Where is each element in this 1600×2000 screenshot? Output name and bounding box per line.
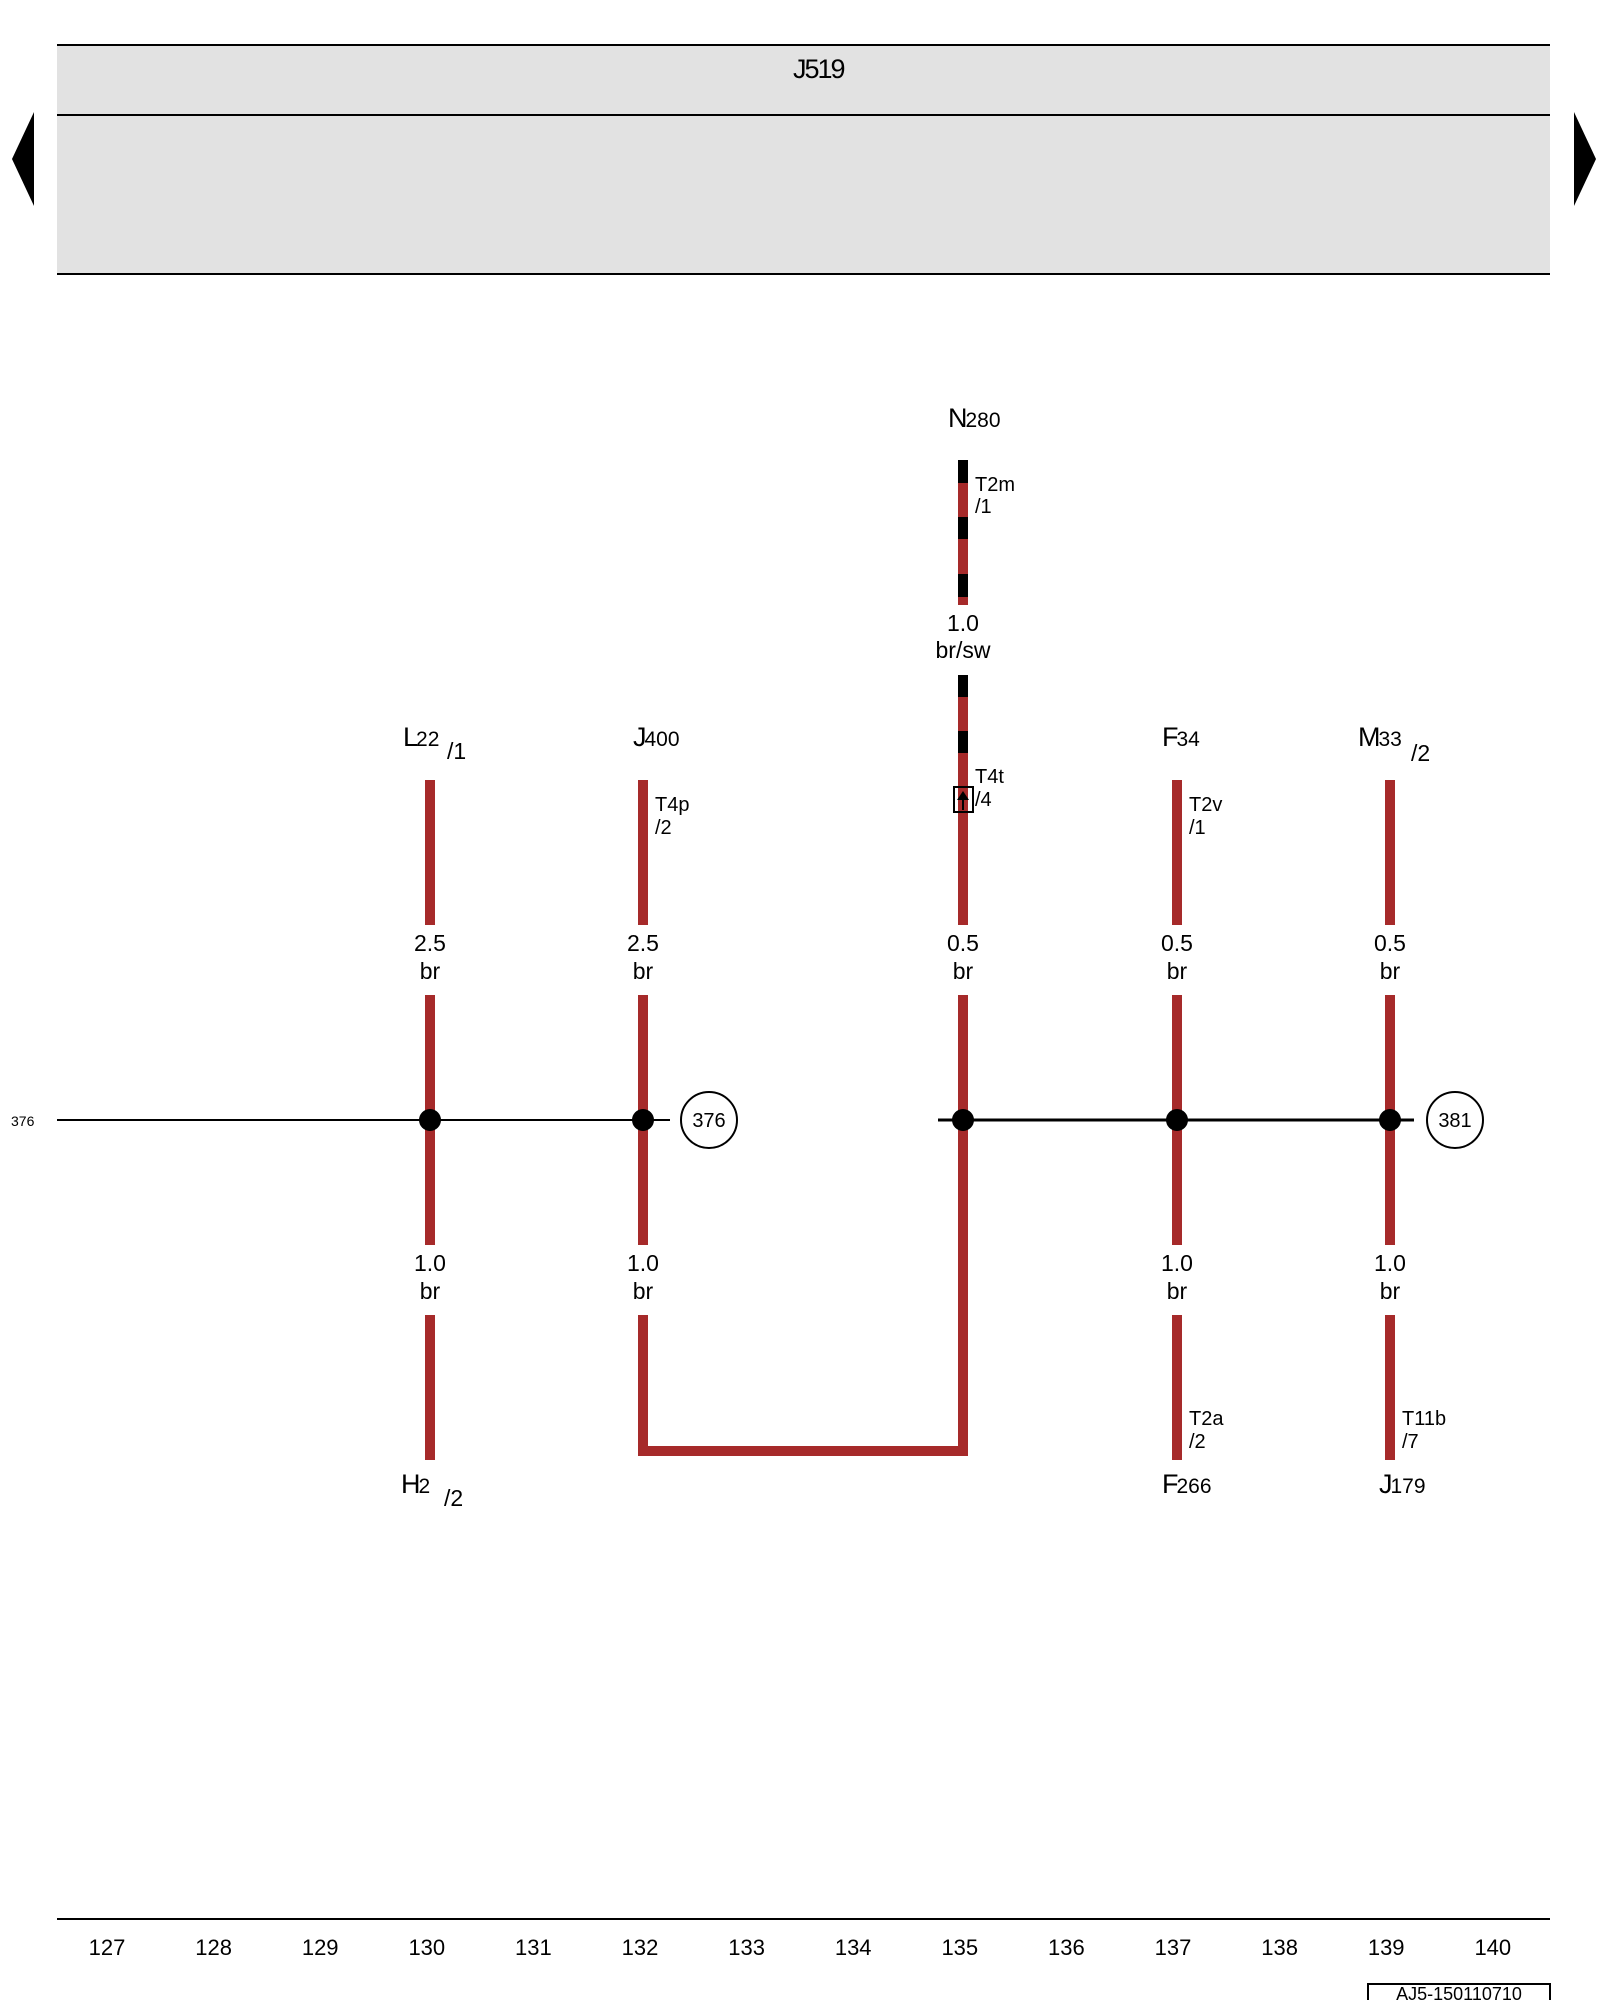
wire-h2-color: br <box>420 1278 441 1304</box>
wire-n280-color: br/sw <box>936 637 991 663</box>
connector-t4t: T4t <box>975 766 1004 788</box>
column-numbers: 127 128 129 130 131 132 133 134 135 136 137 138 139 1… <box>89 1935 1512 1960</box>
wire-m33-color: br <box>1380 958 1401 984</box>
connector-t2v-pin: /1 <box>1189 817 1206 839</box>
up-arrow-icon <box>957 791 969 800</box>
column-number: 129 <box>302 1935 339 1960</box>
column-number: 135 <box>941 1935 978 1960</box>
connector-t11b-pin: /7 <box>1402 1431 1419 1453</box>
component-f266: F266 <box>1162 1469 1212 1499</box>
column-number: 132 <box>622 1935 659 1960</box>
component-j179: J179 <box>1379 1469 1426 1499</box>
wire-j179-color: br <box>1380 1278 1401 1304</box>
footer-ref: AJ5-150110710 <box>1396 1984 1522 2000</box>
wire-j400-size: 2.5 <box>627 930 659 956</box>
component-l22: L22 <box>403 722 439 752</box>
wire-n280-size: 1.0 <box>947 610 979 636</box>
component-n280: N280 <box>948 403 1001 433</box>
component-j400: J400 <box>633 722 680 752</box>
connector-t4t-pin: /4 <box>975 789 992 811</box>
junction-dot <box>1379 1109 1401 1131</box>
ref-circle-376[interactable] <box>680 1091 738 1149</box>
junction-dot <box>632 1109 654 1131</box>
connector-t11b: T11b <box>1402 1408 1446 1430</box>
connector-t2a: T2a <box>1189 1408 1224 1430</box>
next-arrow-icon[interactable] <box>1574 112 1596 206</box>
wire-f266-color: br <box>1167 1278 1188 1304</box>
prev-arrow-icon[interactable] <box>12 112 34 206</box>
connector-t2v: T2v <box>1189 794 1222 816</box>
wire-h2-size: 1.0 <box>414 1250 446 1276</box>
component-l22-pin: /1 <box>447 738 466 764</box>
connector-t2m-pin: /1 <box>975 496 992 518</box>
ref-circle-381-label: 381 <box>1438 1110 1471 1132</box>
column-number: 139 <box>1368 1935 1405 1960</box>
column-number: 140 <box>1474 1935 1511 1960</box>
connector-t4t-symbol <box>953 786 974 813</box>
column-number: 130 <box>408 1935 445 1960</box>
wire-f34-color: br <box>1167 958 1188 984</box>
component-m33: M33 <box>1358 722 1402 752</box>
wire-l22-color: br <box>420 958 441 984</box>
connector-t4p: T4p <box>655 794 689 816</box>
header-band <box>57 45 1550 274</box>
connector-t2m: T2m <box>975 474 1015 496</box>
column-number: 138 <box>1261 1935 1298 1960</box>
wire-t4t-size: 0.5 <box>947 930 979 956</box>
column-number: 134 <box>835 1935 872 1960</box>
wire-m33-size: 0.5 <box>1374 930 1406 956</box>
wire-j179-size: 1.0 <box>1374 1250 1406 1276</box>
connector-t2a-pin: /2 <box>1189 1431 1206 1453</box>
junction-dot <box>1166 1109 1188 1131</box>
footer-ref-box <box>1367 1983 1551 2000</box>
component-m33-pin: /2 <box>1411 740 1430 766</box>
wire-j400-bot-color: br <box>633 1278 654 1304</box>
ref-circle-381[interactable] <box>1426 1091 1484 1149</box>
component-f34: F34 <box>1162 722 1200 752</box>
wire-f266-size: 1.0 <box>1161 1250 1193 1276</box>
ref-circle-376-label: 376 <box>692 1110 725 1132</box>
column-number: 127 <box>89 1935 126 1960</box>
wire-j400-bot-size: 1.0 <box>627 1250 659 1276</box>
junction-dot <box>952 1109 974 1131</box>
component-h2-pin: /2 <box>444 1485 463 1511</box>
wire-f34-size: 0.5 <box>1161 930 1193 956</box>
wire-t4t-color: br <box>953 958 974 984</box>
column-number: 137 <box>1155 1935 1192 1960</box>
wire-l22-size: 2.5 <box>414 930 446 956</box>
wire-j400-color: br <box>633 958 654 984</box>
column-number: 136 <box>1048 1935 1085 1960</box>
column-number: 128 <box>195 1935 232 1960</box>
connector-t4p-pin: /2 <box>655 817 672 839</box>
column-number: 133 <box>728 1935 765 1960</box>
module-label: J519 <box>793 54 845 84</box>
component-h2: H2 <box>401 1469 430 1499</box>
left-ref-label: 376 <box>11 1113 35 1129</box>
junction-dot <box>419 1109 441 1131</box>
column-number: 131 <box>515 1935 552 1960</box>
